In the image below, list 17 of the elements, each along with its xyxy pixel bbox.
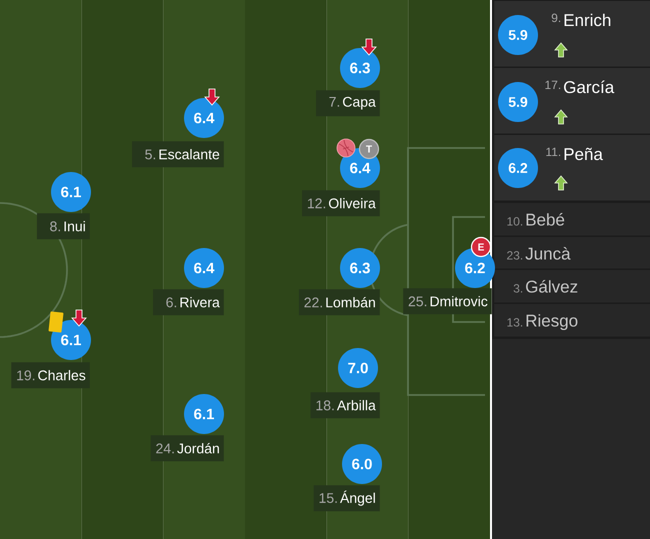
name-plate: 8. Inui [36,213,90,240]
name-plate: 18. Arbilla [310,392,380,418]
bench-row: 23. Juncà [494,236,650,268]
bench-row: 13. Riesgo [494,304,650,336]
name-plate: 24. Jordán [150,435,224,462]
name-plate: 12. Oliveira [302,190,380,216]
name-plate: 6. Rivera [153,289,224,316]
name-plate: 15. Ángel [314,485,380,512]
name-plate: 19. Charles [11,362,90,388]
name-plate: 22. Lombán [298,289,380,316]
letter-badge: E [470,236,492,258]
letter-badge: T [358,138,380,160]
name-plate: 25. Dmitrovic [403,288,492,314]
bench-row: 10. Bebé [494,202,650,236]
bench-row: 3. Gálvez [494,270,650,302]
name-plate: 5. Escalante [132,141,224,168]
name-plate: 7. Capa [316,90,380,116]
